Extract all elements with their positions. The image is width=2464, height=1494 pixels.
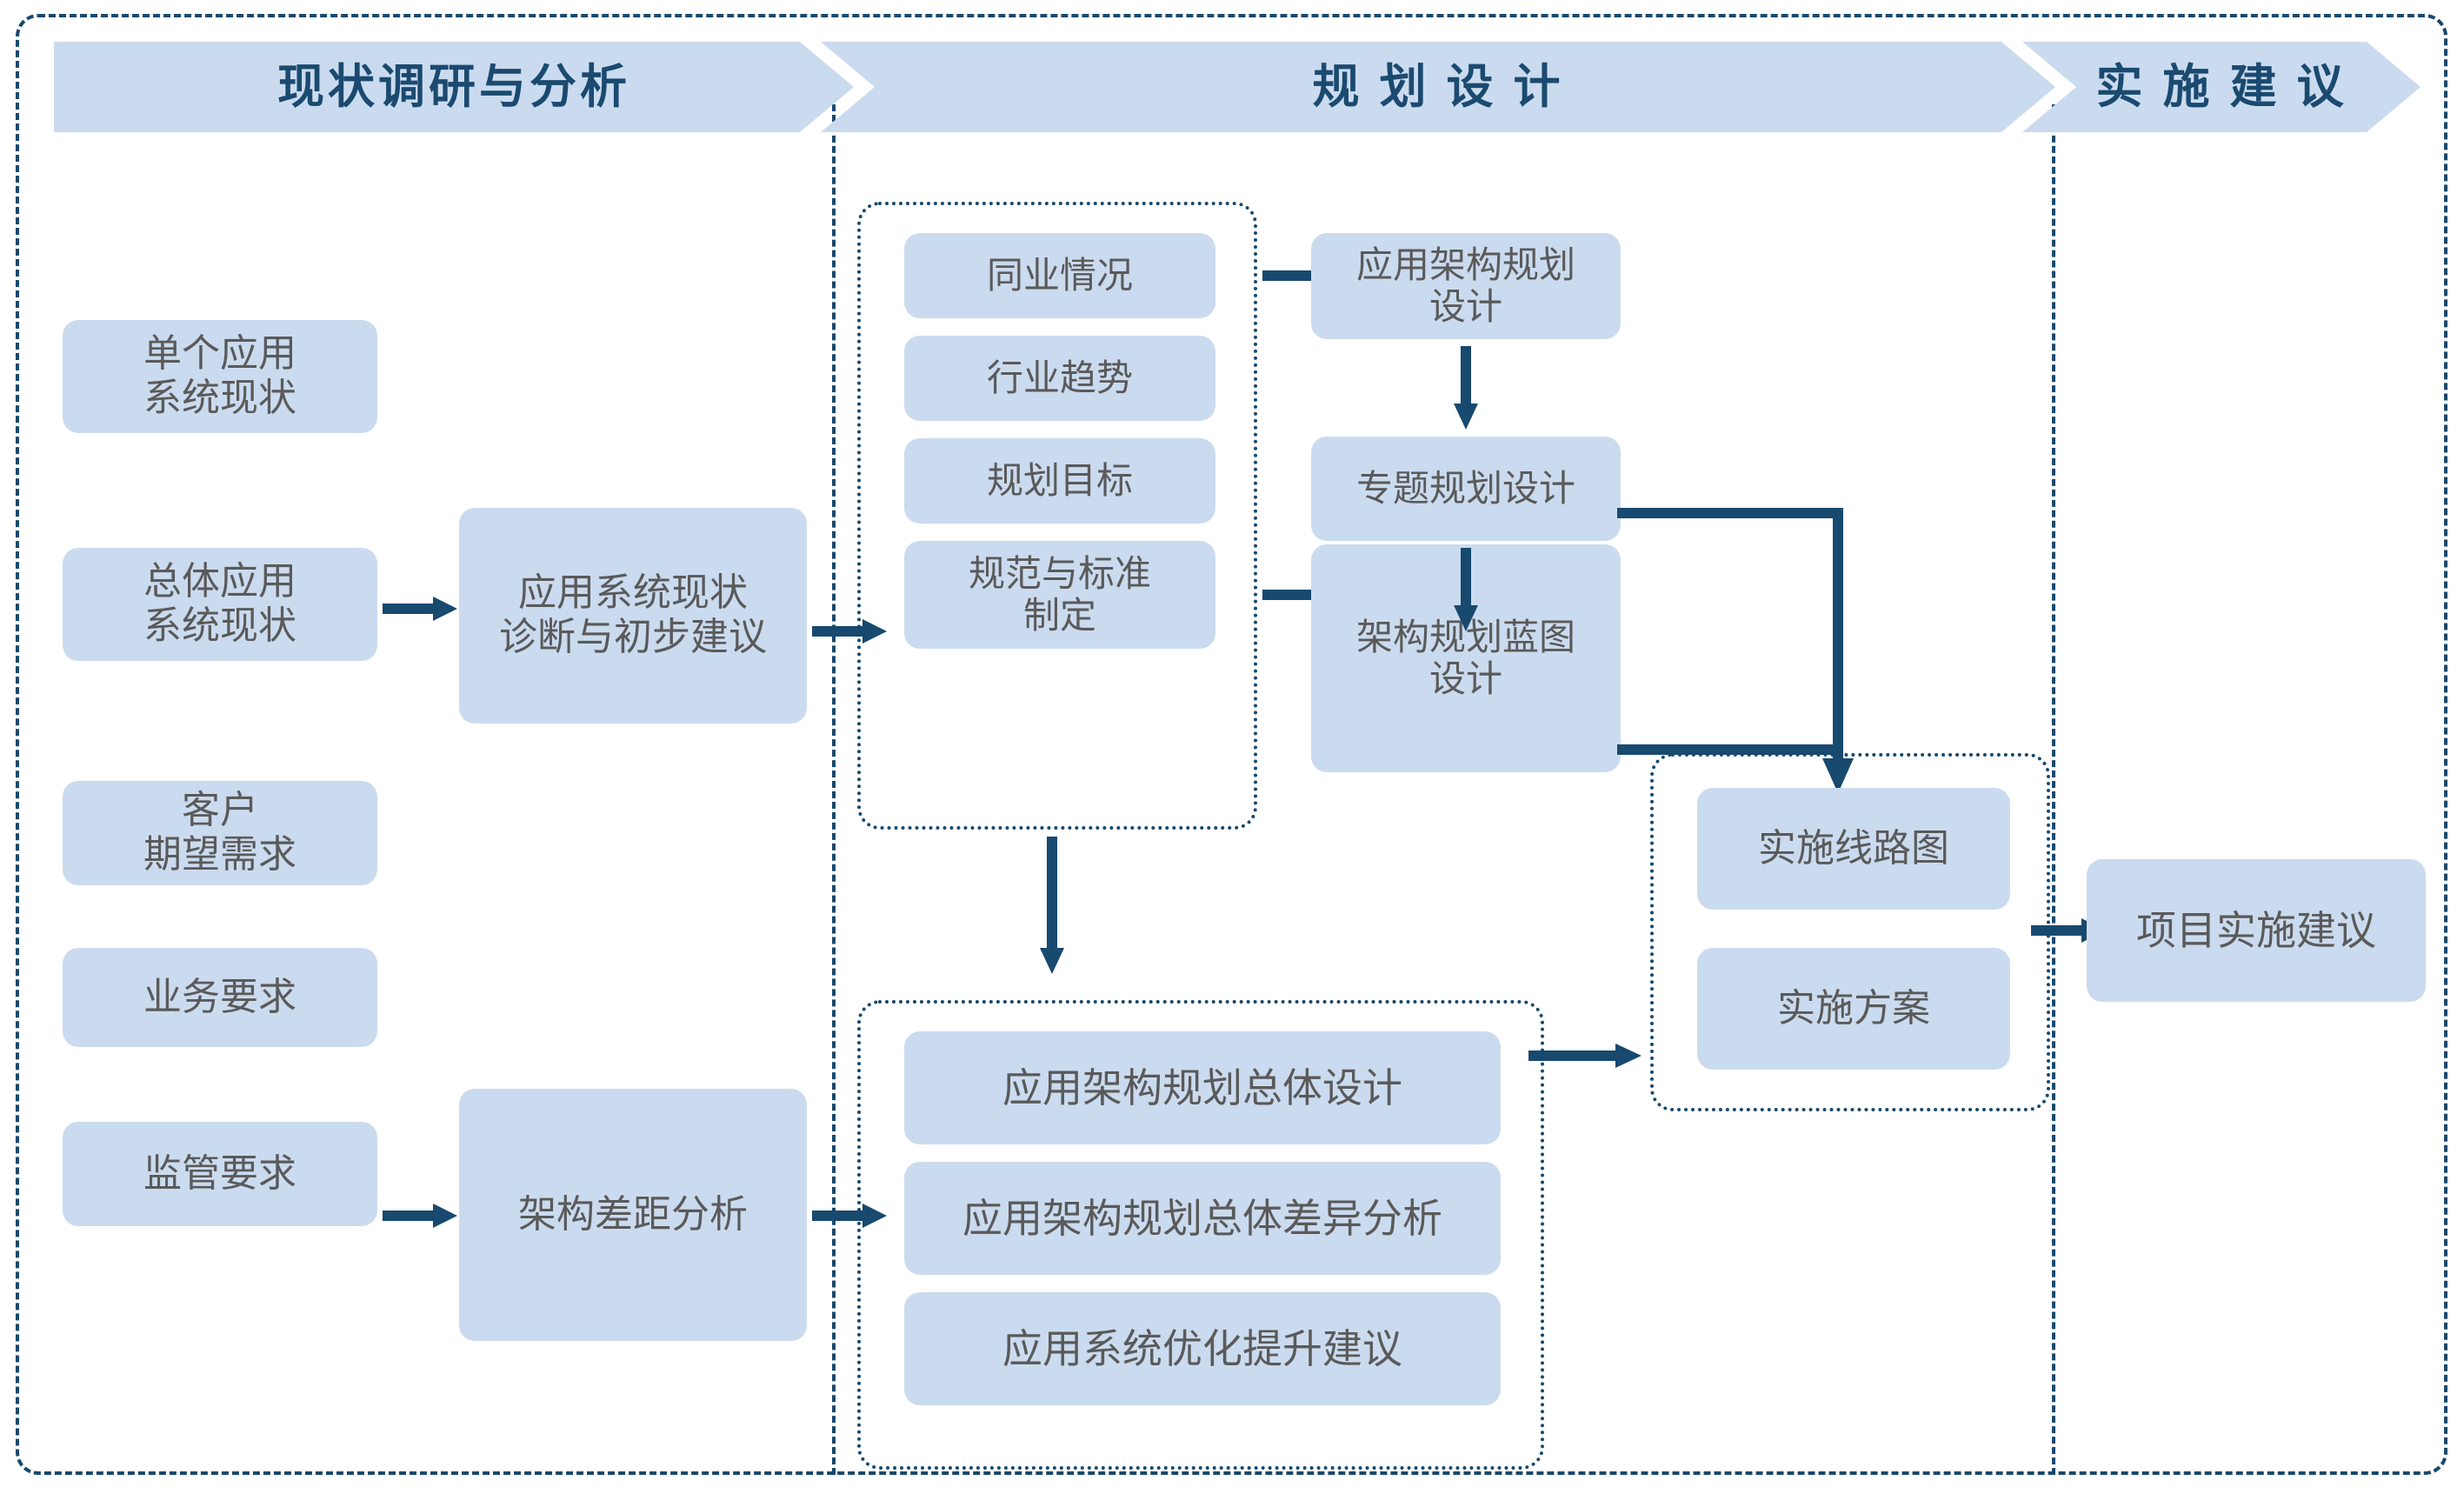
diagram-outer-frame (16, 14, 2447, 1475)
input-box-1[interactable]: 单个应用 系统现状 (63, 320, 377, 433)
connector-planning-inputs-to-overall-group (1040, 837, 1064, 974)
overall-design-group (857, 1000, 1544, 1470)
phase-banner-2-label: 规 划 设 计 (1312, 61, 1564, 113)
connector-app-arch-to-topic (1454, 346, 1478, 430)
lane-divider-1 (832, 104, 836, 1475)
planning-input-peer-status[interactable]: 同业情况 (904, 233, 1215, 318)
planning-input-planning-goal[interactable]: 规划目标 (904, 438, 1215, 524)
input-box-5[interactable]: 监管要求 (63, 1122, 377, 1226)
implementation-box-roadmap[interactable]: 实施线路图 (1697, 788, 2010, 910)
overall-box-design[interactable]: 应用架构规划总体设计 (904, 1031, 1501, 1144)
design-box-app-arch-planning[interactable]: 应用架构规划 设计 (1311, 233, 1621, 339)
overall-box-optimization[interactable]: 应用系统优化提升建议 (904, 1292, 1501, 1405)
analysis-box-gap[interactable]: 架构差距分析 (459, 1089, 807, 1341)
phase-banner-1: 现状调研与分析 (54, 42, 854, 132)
overall-box-gap-analysis[interactable]: 应用架构规划总体差异分析 (904, 1162, 1501, 1275)
planning-inputs-group (857, 202, 1257, 830)
outcome-box-project-advice[interactable]: 项目实施建议 (2087, 859, 2426, 1002)
connector-analysis2-to-overall-group (812, 1204, 887, 1228)
implementation-box-plan[interactable]: 实施方案 (1697, 948, 2010, 1070)
connector-input-to-analysis2 (383, 1204, 457, 1228)
phase-banner-2: 规 划 设 计 (821, 42, 2055, 132)
design-box-topic-planning[interactable]: 专题规划设计 (1311, 437, 1621, 541)
phase-banner-3-label: 实 施 建 议 (2095, 61, 2347, 113)
planning-input-standards[interactable]: 规范与标准 制定 (904, 541, 1215, 649)
input-box-4[interactable]: 业务要求 (63, 948, 377, 1047)
connector-analysis1-to-planning-inputs (812, 619, 887, 644)
connector-topic-to-blueprint (1454, 548, 1478, 631)
connector-overall-to-implementation (1528, 1044, 1642, 1068)
planning-input-industry-trend[interactable]: 行业趋势 (904, 336, 1215, 421)
connector-input2-to-analysis1 (383, 597, 457, 621)
input-box-3[interactable]: 客户 期望需求 (63, 781, 377, 885)
lane-divider-2 (2052, 104, 2055, 1475)
phase-banner-3: 实 施 建 议 (2022, 42, 2421, 132)
phase-banner-1-label: 现状调研与分析 (277, 61, 630, 113)
input-box-2[interactable]: 总体应用 系统现状 (63, 548, 377, 661)
connector-design-to-implementation-group (1617, 506, 1878, 793)
analysis-box-current-state[interactable]: 应用系统现状 诊断与初步建议 (459, 508, 807, 724)
